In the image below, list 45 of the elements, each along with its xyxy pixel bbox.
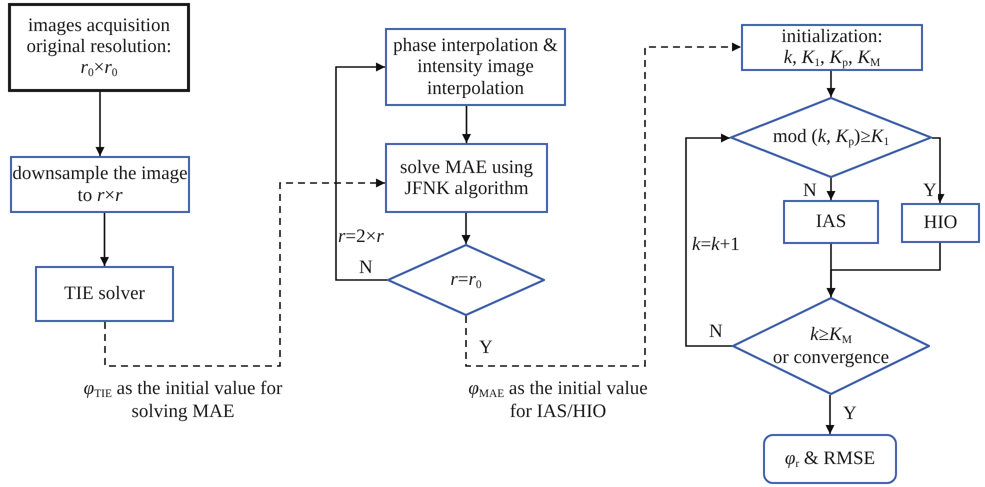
- arrow: [826, 71, 836, 97]
- arrow: [96, 92, 104, 156]
- node-text: k≥K$_{M}$: [810, 324, 852, 347]
- decision-diamond: [732, 297, 930, 395]
- start-box: [8, 3, 190, 92]
- node-text: mod (k, K$_{p}$)≥K$_{1}$: [772, 126, 890, 149]
- node-text: TIE solver: [64, 283, 145, 305]
- arrow: [335, 62, 387, 281]
- decision-diamond: [387, 244, 545, 316]
- node-text: downsample the image to r×r: [12, 163, 188, 206]
- node-text: initialization:: [781, 26, 883, 47]
- arrow: [826, 178, 836, 200]
- arrow: [826, 243, 941, 297]
- edge-label: Y: [922, 181, 938, 200]
- node-text: solve MAE using JFNK algorithm: [399, 156, 534, 200]
- process-box: [10, 156, 190, 213]
- process-box: [385, 28, 566, 106]
- process-box: [741, 24, 923, 71]
- process-box: [385, 143, 548, 213]
- loop-note: k=k+1: [692, 234, 740, 256]
- node-text: φ$_{r}$ & RMSE: [784, 448, 876, 470]
- node-text: r=r$_{0}$: [450, 268, 482, 292]
- dashed-arrow: [465, 42, 741, 367]
- process-box: [35, 266, 174, 322]
- arrow: [462, 213, 470, 244]
- arrow: [100, 213, 109, 266]
- terminal-box: [763, 434, 897, 484]
- node-text: r$_{0}$×r$_{0}$: [80, 57, 118, 80]
- arrow: [826, 395, 834, 434]
- node-text: phase interpolation & intensity image interpolation: [392, 35, 559, 99]
- process-box: [901, 203, 980, 243]
- dashed-arrow: [104, 178, 385, 367]
- node-text: IAS: [816, 211, 846, 233]
- note-text: φ$_{TIE}$ as the initial value for solving MAE: [82, 378, 284, 422]
- arrow: [462, 106, 471, 143]
- node-text: or convergence: [772, 346, 890, 368]
- note-text: φ$_{MAE}$ as the initial value for IAS/HIO: [468, 378, 648, 422]
- node-text: HIO: [924, 212, 958, 234]
- decision-diamond: [730, 97, 932, 178]
- node-text: k, K$_{1}$, K$_{p}$, K$_{M}$: [784, 46, 880, 70]
- arrow: [685, 134, 732, 347]
- arrow: [932, 137, 944, 203]
- loop-note: r=2×r: [338, 226, 384, 248]
- node-text: images acquisition original resolution:: [25, 14, 173, 58]
- process-box: [783, 200, 879, 244]
